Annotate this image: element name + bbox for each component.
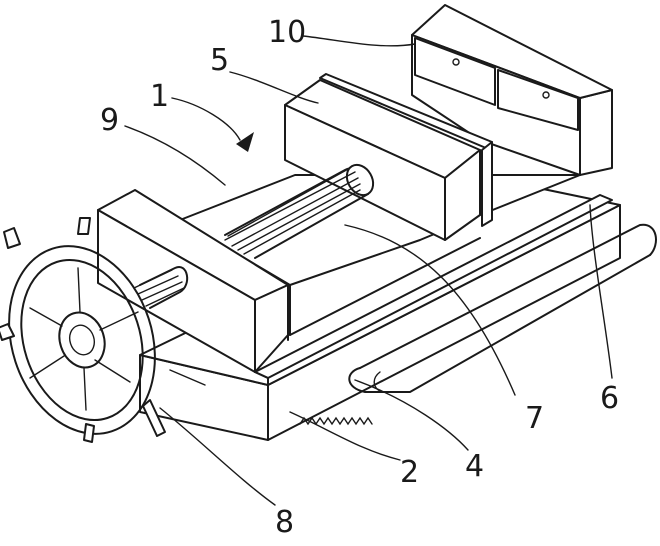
callout-5: 5 xyxy=(210,43,229,78)
handwheel xyxy=(0,217,166,443)
lead-screw xyxy=(224,163,375,259)
wheel-screw-coupling xyxy=(139,266,189,309)
leader-lines xyxy=(124,35,613,506)
fixed-jaw-block xyxy=(411,4,613,176)
callout-2: 2 xyxy=(400,455,419,490)
callout-1: 1 xyxy=(150,79,169,114)
callout-7: 7 xyxy=(525,401,544,436)
callout-arrow-1 xyxy=(236,132,254,152)
rack-teeth xyxy=(299,416,373,426)
callout-4: 4 xyxy=(465,449,484,484)
callout-6: 6 xyxy=(600,381,619,416)
callouts: 10 5 1 9 6 7 4 2 8 xyxy=(100,15,619,540)
callout-8: 9 xyxy=(100,103,119,138)
callout-9: 8 xyxy=(275,505,294,540)
callout-10: 10 xyxy=(268,15,306,50)
